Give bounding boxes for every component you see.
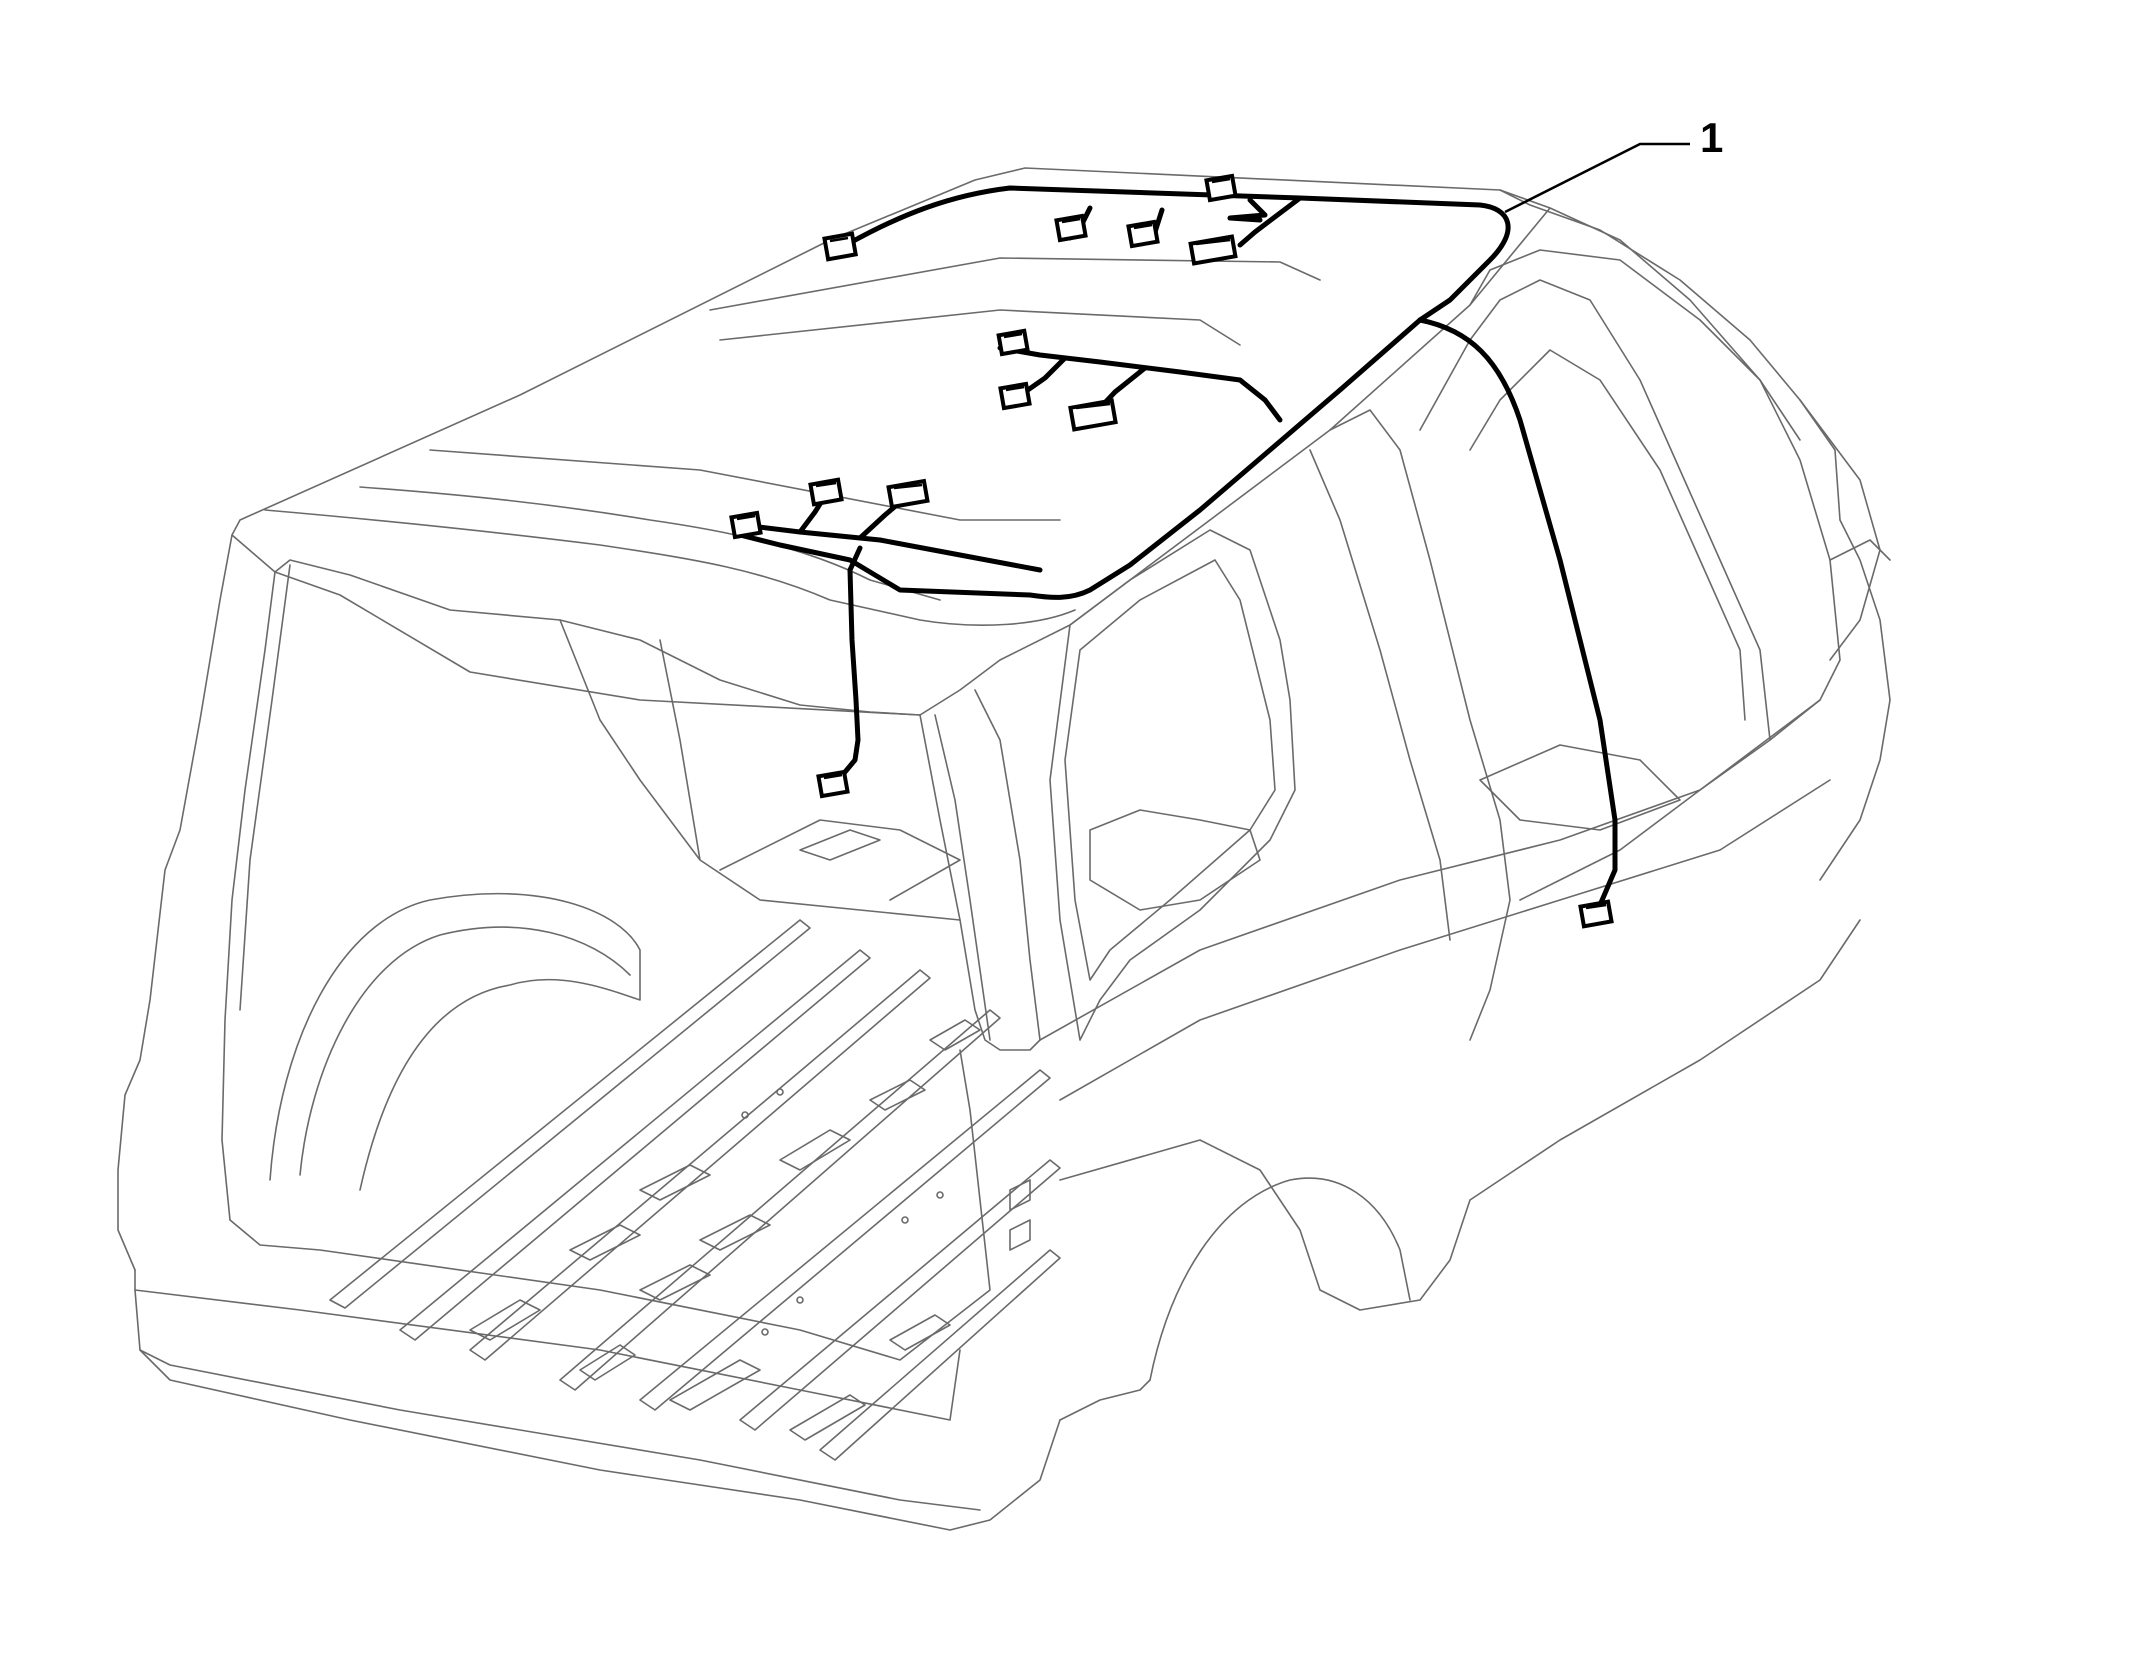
roof-rear-rail-inner	[359, 486, 941, 601]
cargo-floor-rear-edge	[134, 1269, 961, 1421]
connector	[808, 477, 844, 507]
front-seat-base	[1479, 744, 1681, 831]
callout-leader-line	[1504, 142, 1690, 214]
connector	[886, 478, 930, 510]
connector	[1188, 234, 1238, 266]
connector	[816, 769, 850, 799]
rear-opening-left-inner2	[239, 564, 291, 1011]
connector	[1054, 213, 1088, 243]
rear-opening-left-pillar	[117, 534, 233, 1271]
rear-opening-left-pillar-inner	[221, 571, 276, 1221]
left-wheel-arch-inner	[299, 926, 631, 1176]
front-fender	[1819, 519, 1891, 881]
bumper-lower	[134, 1289, 1061, 1531]
connector	[996, 328, 1030, 357]
connector	[1126, 219, 1160, 249]
callout-part-1: 1	[1504, 114, 1723, 214]
rear-door-aperture	[1049, 529, 1296, 1041]
right-quarter-lower	[1059, 1379, 1151, 1421]
connector	[1578, 899, 1614, 929]
cabin-floor-plate	[799, 829, 881, 861]
connector	[729, 510, 763, 540]
rear-opening-right-pillar-inner	[934, 714, 991, 1041]
connector	[1068, 398, 1118, 432]
callout-label: 1	[1700, 114, 1723, 161]
harness-b-pillar-drop	[1417, 317, 1618, 908]
rocker-panel	[1059, 919, 1861, 1311]
front-door-aperture-inner	[1469, 349, 1746, 721]
a-pillar	[1549, 207, 1841, 741]
roof-inner-edge	[709, 257, 1321, 346]
side-sill-lower	[1059, 779, 1831, 1101]
connector	[1204, 173, 1238, 203]
cargo-floor-outline	[229, 1049, 991, 1361]
rear-opening-right-pillar	[919, 689, 1041, 1051]
rear-door-aperture-inner	[1064, 559, 1276, 981]
windshield-frame	[1499, 189, 1841, 521]
floor-bosses	[469, 1019, 981, 1441]
roof-outline	[231, 167, 1551, 716]
cowl	[1799, 399, 1881, 661]
bumper-lip	[139, 1349, 981, 1511]
b-pillar	[1329, 409, 1511, 1041]
harness-front-branch-d	[1227, 195, 1303, 248]
front-fender-upper	[1829, 539, 1891, 561]
side-sill	[1039, 699, 1821, 1041]
connector	[998, 381, 1032, 411]
front-door-aperture	[1419, 279, 1771, 901]
roof-rear-rail	[264, 509, 1076, 626]
harness-trunk-side	[737, 317, 1423, 600]
connector	[822, 231, 859, 262]
harness-mid-trunk	[997, 345, 1283, 423]
roof-wiring-harness	[737, 185, 1618, 908]
harness-trunk-front	[845, 185, 1511, 323]
vehicle-body-outline	[117, 167, 1891, 1531]
harness-connectors	[729, 173, 1614, 929]
rear-seat-cushion	[1089, 809, 1261, 911]
harness-mid-branch-a	[1022, 355, 1068, 395]
tail-lamp-pocket-bottom	[1009, 1219, 1031, 1251]
left-wheel-arch	[269, 892, 641, 1191]
right-wheel-arch	[1149, 1177, 1411, 1381]
harness-rear-trunk	[739, 522, 1043, 573]
cabin-rear-bulkhead	[559, 619, 961, 921]
harness-rear-drop	[837, 545, 863, 781]
b-pillar-inner	[1309, 449, 1451, 941]
floor-ribs	[329, 919, 1061, 1461]
roof-mid-bow	[429, 449, 1061, 521]
rear-opening-top	[274, 559, 921, 716]
tail-lamp-pocket-top	[1009, 1179, 1031, 1211]
cabin-seat-base	[719, 819, 961, 901]
